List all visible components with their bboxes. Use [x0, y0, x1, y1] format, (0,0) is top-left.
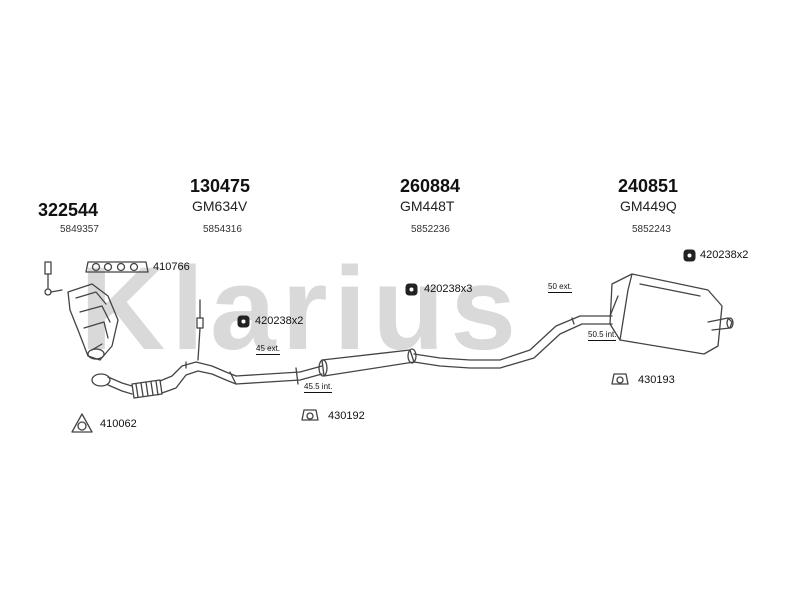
- callout-flange-gasket: 410062: [100, 418, 137, 430]
- oe-number: 5849357: [60, 224, 99, 235]
- part-number: 260884: [400, 176, 461, 196]
- dimension-ext-rear: 50 ext.: [548, 282, 573, 293]
- model-code: GM634V: [192, 198, 248, 214]
- catalytic-manifold-icon: [67, 283, 119, 361]
- clamp-icon: [683, 249, 696, 262]
- rubber-mount-icon: [301, 409, 319, 421]
- rear-silencer-icon: [609, 273, 734, 355]
- dimension-int-rear: 50.5 int.: [588, 330, 617, 341]
- intermediate-pipe-icon: [235, 365, 323, 385]
- manifold-gasket-icon: [85, 261, 149, 273]
- callout-clamp-middle: 420238x3: [424, 283, 473, 295]
- dimension-int-front: 45.5 int.: [304, 382, 333, 393]
- lambda-sensor-icon: [44, 261, 63, 296]
- oe-number: 5852243: [632, 224, 671, 235]
- brand-watermark: Klarius: [80, 243, 523, 375]
- flange-gasket-icon: [71, 413, 93, 433]
- model-code: GM448T: [400, 198, 455, 214]
- lambda-sensor-icon: [196, 299, 204, 361]
- callout-gasket-manifold: 410766: [153, 261, 190, 273]
- oe-number: 5854316: [203, 224, 242, 235]
- rear-pipe-icon: [413, 315, 613, 369]
- front-pipe-icon: [91, 361, 237, 399]
- callout-clamp-rear: 420238x2: [700, 249, 749, 261]
- oe-number: 5852236: [411, 224, 450, 235]
- callout-mount-front: 430192: [328, 410, 365, 422]
- callout-clamp-front: 420238x2: [255, 315, 304, 327]
- rubber-mount-icon: [611, 373, 629, 385]
- model-code: GM449Q: [620, 198, 677, 214]
- clamp-icon: [405, 283, 418, 296]
- part-number: 322544: [38, 200, 99, 220]
- clamp-icon: [237, 315, 250, 328]
- callout-mount-rear: 430193: [638, 374, 675, 386]
- middle-silencer-icon: [318, 348, 417, 377]
- part-number: 130475: [190, 176, 251, 196]
- part-number: 240851: [618, 176, 679, 196]
- dimension-ext-front: 45 ext.: [256, 344, 281, 355]
